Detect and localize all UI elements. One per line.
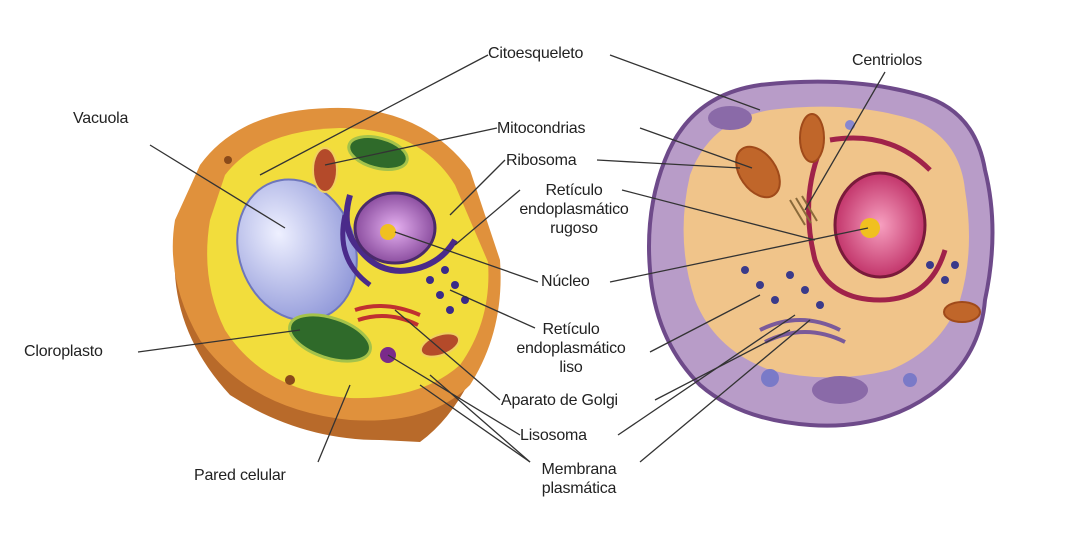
animal-large-vesicle-2 bbox=[708, 106, 752, 130]
plant-mitochondrion-2 bbox=[419, 332, 461, 358]
label-reticulo-liso-line-2: endoplasmático bbox=[516, 340, 626, 357]
label-vacuola: Vacuola bbox=[73, 110, 129, 127]
animal-mitochondrion bbox=[735, 145, 781, 199]
animal-ribosome-dots bbox=[741, 261, 959, 309]
animal-rough-er-2 bbox=[829, 135, 932, 172]
chloroplast-shape bbox=[288, 313, 372, 363]
label-cloroplasto: Cloroplasto bbox=[24, 343, 103, 360]
plant-nucleus-shape bbox=[353, 191, 437, 265]
label-reticulo-rugoso: Retículo endoplasmático rugoso bbox=[515, 181, 633, 238]
animal-vesicle-3 bbox=[845, 120, 855, 130]
animal-large-vesicle bbox=[812, 376, 868, 404]
plant-rough-er bbox=[343, 194, 458, 274]
leader-lines bbox=[137, 54, 886, 463]
animal-vesicle-2 bbox=[903, 373, 917, 387]
label-reticulo-liso-line-3: liso bbox=[559, 359, 583, 376]
plant-mitochondrion bbox=[312, 147, 338, 193]
wall-pit-2 bbox=[285, 375, 295, 385]
label-membrana-plasmatica: Membrana plasmática bbox=[524, 460, 634, 498]
label-centriolos: Centriolos bbox=[852, 52, 923, 69]
centriole-shape bbox=[789, 195, 818, 226]
label-lisosoma: Lisosoma bbox=[520, 427, 587, 444]
label-mitocondrias: Mitocondrias bbox=[497, 120, 586, 137]
label-ribosoma: Ribosoma bbox=[506, 152, 577, 169]
wall-pit bbox=[224, 156, 232, 164]
label-aparato-golgi: Aparato de Golgi bbox=[501, 392, 618, 409]
label-reticulo-rugoso-line-1: Retículo bbox=[545, 182, 603, 199]
plant-rough-er-2 bbox=[340, 214, 372, 288]
animal-golgi bbox=[759, 318, 841, 332]
animal-mitochondrion-2 bbox=[799, 113, 825, 163]
animal-nucleolus bbox=[860, 218, 880, 238]
label-pared-celular: Pared celular bbox=[194, 467, 286, 484]
plant-golgi-2 bbox=[357, 314, 419, 327]
label-reticulo-rugoso-line-2: endoplasmático bbox=[519, 201, 629, 218]
plant-nucleolus bbox=[380, 224, 396, 240]
label-reticulo-liso: Retículo endoplasmático liso bbox=[512, 320, 630, 377]
animal-mitochondrion-3 bbox=[943, 301, 981, 323]
animal-nucleus-shape bbox=[833, 171, 927, 279]
animal-vesicle bbox=[761, 369, 779, 387]
label-citoesqueleto: Citoesqueleto bbox=[488, 45, 584, 62]
animal-cell bbox=[647, 79, 995, 428]
animal-rough-er bbox=[806, 149, 948, 303]
label-membrana-line-1: Membrana bbox=[541, 461, 617, 478]
label-membrana-line-2: plasmática bbox=[541, 480, 617, 497]
label-nucleo: Núcleo bbox=[541, 273, 590, 290]
plant-ribosome-dots bbox=[426, 266, 469, 314]
plant-cell bbox=[172, 107, 501, 442]
plant-golgi bbox=[354, 304, 421, 317]
label-reticulo-liso-line-1: Retículo bbox=[542, 321, 600, 338]
label-reticulo-rugoso-line-3: rugoso bbox=[550, 220, 598, 237]
